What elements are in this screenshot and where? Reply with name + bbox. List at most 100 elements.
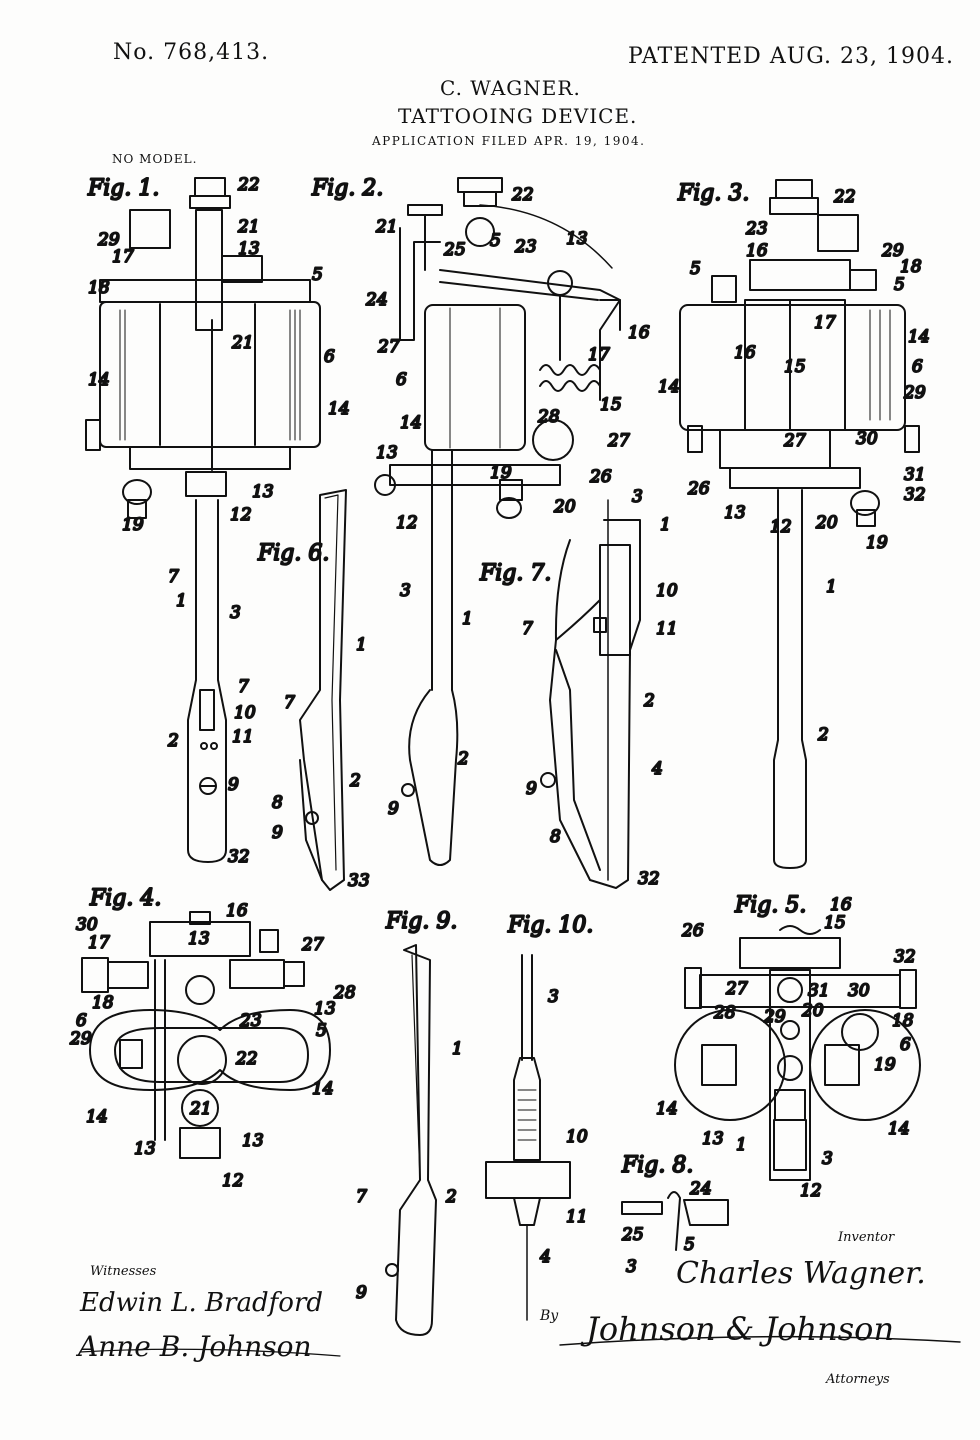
ref-1-fig1: 1 bbox=[176, 591, 187, 611]
patent-number: No. 768,413. bbox=[113, 40, 270, 65]
ref-12-fig4: 12 bbox=[222, 1171, 244, 1191]
ref-30-fig4: 30 bbox=[76, 915, 98, 935]
ref-29-fig3: 29 bbox=[881, 241, 904, 261]
ref-19-fig3: 19 bbox=[866, 533, 888, 553]
fig6-label: Fig. 6. bbox=[257, 541, 329, 566]
ref-1-fig2: 1 bbox=[462, 609, 473, 629]
ref-7b-fig1: 7 bbox=[238, 677, 249, 697]
ref-14b-fig1: 14 bbox=[328, 399, 350, 419]
ref-22-fig4: 22 bbox=[235, 1049, 258, 1069]
fig3-drawing: Fig. 3. bbox=[676, 179, 920, 869]
inventor-label: Inventor bbox=[838, 1230, 895, 1245]
ref-13-fig5: 13 bbox=[702, 1129, 724, 1149]
ref-5-fig1: 5 bbox=[312, 265, 323, 285]
ref-4-fig7: 4 bbox=[651, 759, 663, 779]
fig7-drawing: Fig. 7. bbox=[478, 499, 641, 889]
ref-16b-fig3: 16 bbox=[734, 343, 756, 363]
ref-30-fig3: 30 bbox=[856, 429, 878, 449]
ref-28-fig4: 28 bbox=[333, 983, 356, 1003]
ref-3-fig10: 3 bbox=[548, 987, 559, 1007]
ref-25-fig2: 25 bbox=[443, 240, 466, 260]
by-label: By bbox=[540, 1308, 559, 1324]
ref-6-fig4: 6 bbox=[76, 1011, 87, 1031]
ref-15-fig2: 15 bbox=[600, 395, 622, 415]
ref-21-fig4: 21 bbox=[189, 1099, 212, 1119]
ref-13-fig1: 13 bbox=[238, 239, 260, 259]
ref-24-fig8: 24 bbox=[689, 1179, 712, 1199]
ref-23-fig4: 23 bbox=[239, 1011, 262, 1031]
ref-12-fig3: 12 bbox=[770, 517, 792, 537]
ref-32-fig7: 32 bbox=[638, 869, 660, 889]
ref-5-fig2: 5 bbox=[490, 231, 501, 251]
attorney-signature: Johnson & Johnson bbox=[586, 1310, 895, 1348]
ref-6-fig1: 6 bbox=[324, 347, 335, 367]
ref-5-fig8: 5 bbox=[684, 1235, 695, 1255]
fig8-label: Fig. 8. bbox=[621, 1153, 693, 1178]
ref-21-fig1: 21 bbox=[237, 217, 260, 237]
ref-32-fig5: 32 bbox=[894, 947, 916, 967]
ref-14-fig3: 14 bbox=[908, 327, 930, 347]
ref-27b-fig2: 27 bbox=[607, 431, 630, 451]
ref-9-fig1: 9 bbox=[228, 775, 239, 795]
ref-8-fig7: 8 bbox=[550, 827, 561, 847]
fig5-drawing: Fig. 5. bbox=[674, 892, 921, 1181]
ref-12-fig2: 12 bbox=[396, 513, 418, 533]
ref-1-fig6: 1 bbox=[356, 635, 367, 655]
model-note: NO MODEL. bbox=[112, 152, 198, 166]
ref-7-fig9: 7 bbox=[356, 1187, 367, 1207]
ref-26-fig2: 26 bbox=[589, 467, 612, 487]
fig5-label: Fig. 5. bbox=[734, 893, 806, 918]
fig4-drawing: Fig. 4. bbox=[81, 885, 331, 1159]
ref-14-fig1: 14 bbox=[88, 370, 110, 390]
ref-13b-fig2: 13 bbox=[376, 443, 398, 463]
ref-21-fig2: 21 bbox=[375, 217, 398, 237]
fig8-drawing: Fig. 8. bbox=[620, 1152, 729, 1251]
ref-9-fig7: 9 bbox=[526, 779, 537, 799]
fig10-label: Fig. 10. bbox=[507, 913, 593, 938]
ref-31-fig3: 31 bbox=[904, 465, 926, 485]
ref-14-fig2: 14 bbox=[400, 413, 422, 433]
fig6-drawing: Fig. 6. bbox=[256, 489, 347, 891]
ref-23-fig2: 23 bbox=[514, 237, 537, 257]
ref-10-fig1: 10 bbox=[234, 703, 256, 723]
ref-13c-fig4: 13 bbox=[242, 1131, 264, 1151]
fig9-drawing: Fig. 9. bbox=[384, 908, 458, 1336]
ref-13-fig2: 13 bbox=[566, 229, 588, 249]
ref-32-fig1: 32 bbox=[228, 847, 250, 867]
attorneys-label: Attorneys bbox=[826, 1372, 890, 1387]
ref-14b-fig5: 14 bbox=[888, 1119, 910, 1139]
ref-10-fig7: 10 bbox=[656, 581, 678, 601]
ref-7-fig1: 7 bbox=[168, 567, 179, 587]
fig7-label: Fig. 7. bbox=[479, 561, 551, 586]
ref-13b-fig1: 13 bbox=[252, 482, 274, 502]
witness-signature-underline bbox=[79, 1348, 341, 1357]
ref-5-fig3: 5 bbox=[690, 259, 701, 279]
ref-1-fig3: 1 bbox=[826, 577, 837, 597]
ref-11-fig7: 11 bbox=[656, 619, 678, 639]
ref-5-fig4: 5 bbox=[316, 1021, 327, 1041]
witness-signature-2: Anne B. Johnson bbox=[78, 1330, 312, 1363]
ref-1-fig7: 1 bbox=[660, 515, 671, 535]
ref-25-fig8: 25 bbox=[621, 1225, 644, 1245]
inventor-name-header: C. WAGNER. bbox=[440, 76, 581, 100]
ref-2-fig3: 2 bbox=[817, 725, 829, 745]
ref-18-fig4: 18 bbox=[92, 993, 114, 1013]
ref-28-fig2: 28 bbox=[537, 407, 560, 427]
ref-26-fig3: 26 bbox=[687, 479, 710, 499]
ref-22-fig2: 22 bbox=[511, 185, 534, 205]
ref-2-fig7: 2 bbox=[643, 691, 655, 711]
patented-date: PATENTED AUG. 23, 1904. bbox=[628, 44, 954, 69]
ref-33-fig6: 33 bbox=[348, 871, 370, 891]
ref-1-fig9: 1 bbox=[452, 1039, 463, 1059]
ref-6-fig2: 6 bbox=[396, 370, 407, 390]
ref-13-fig4: 13 bbox=[188, 929, 210, 949]
ref-22-fig3: 22 bbox=[833, 187, 856, 207]
ref-19-fig1: 19 bbox=[122, 515, 144, 535]
ref-12-fig1: 12 bbox=[230, 505, 252, 525]
ref-18-fig5: 18 bbox=[892, 1011, 914, 1031]
ref-22-fig1: 22 bbox=[237, 175, 260, 195]
ref-15-fig3: 15 bbox=[784, 357, 806, 377]
ref-17-fig2: 17 bbox=[588, 345, 610, 365]
